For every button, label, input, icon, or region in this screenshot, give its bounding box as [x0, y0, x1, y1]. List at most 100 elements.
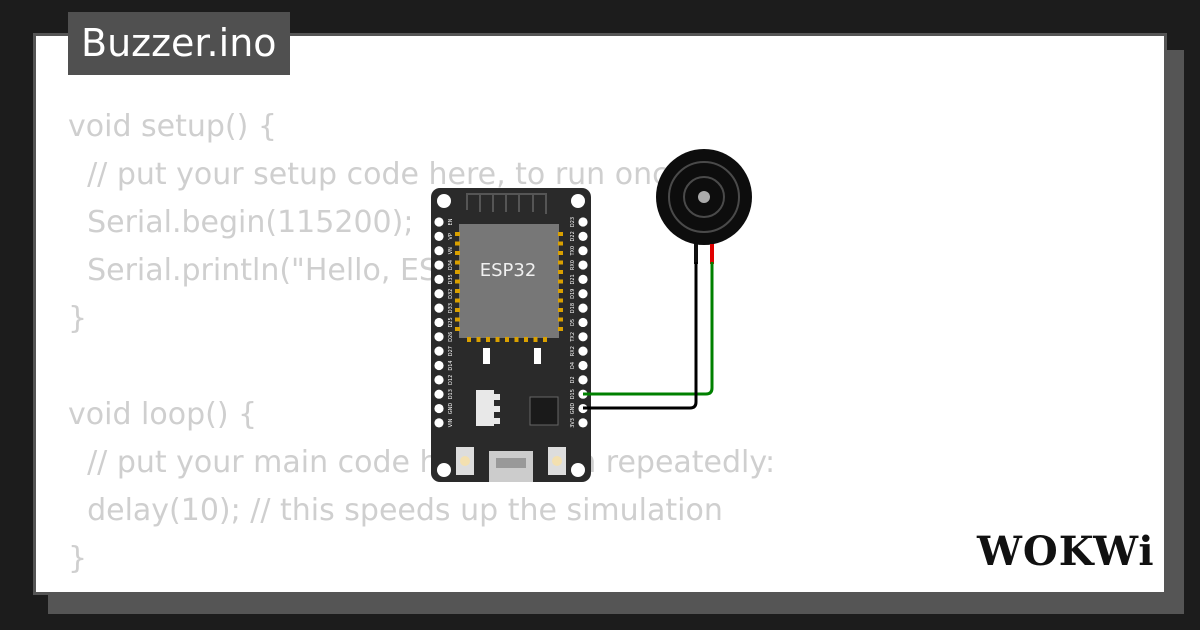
- pin-label: D21: [570, 274, 576, 284]
- pin-label: D14: [448, 360, 454, 370]
- module-pad: [455, 327, 460, 331]
- pin-label: D27: [448, 346, 454, 356]
- pin-label: VIN: [448, 418, 454, 427]
- module-pad: [533, 337, 538, 342]
- pin-label: D34: [448, 260, 454, 270]
- pin-hole[interactable]: [434, 389, 444, 399]
- code-line: // put your setup code here, to run once…: [68, 157, 698, 192]
- pin-hole[interactable]: [434, 289, 444, 299]
- pin-hole[interactable]: [434, 217, 444, 227]
- module-pad: [514, 337, 519, 342]
- module-pad: [558, 260, 563, 265]
- wokwi-logo-icon[interactable]: WOKWi: [975, 525, 1155, 580]
- module-pad: [455, 308, 460, 312]
- module-pad: [455, 317, 460, 322]
- pin-hole[interactable]: [434, 375, 444, 385]
- pin-label: EN: [448, 218, 454, 225]
- module-pad: [455, 232, 460, 236]
- pin-label: D35: [448, 274, 454, 284]
- module-pad: [486, 337, 490, 342]
- pin-hole[interactable]: [434, 246, 444, 256]
- pin-label: VN: [448, 247, 454, 254]
- code-line: }: [68, 301, 88, 336]
- pin-label: RX0: [570, 260, 576, 270]
- pin-label: GND: [570, 403, 576, 415]
- pin-label: D13: [448, 389, 454, 399]
- pin-hole[interactable]: [434, 403, 444, 414]
- pin-label: RX2: [570, 346, 576, 356]
- pin-label: GND: [448, 403, 454, 415]
- pin-hole[interactable]: [578, 289, 588, 299]
- module-pad: [558, 279, 563, 284]
- esp32-board-icon[interactable]: ESP32 ENVPVND34D35D32D33D25D26D27D14D12D…: [431, 188, 591, 482]
- pin-label: D23: [570, 217, 576, 227]
- pin-hole[interactable]: [434, 260, 444, 270]
- code-line: void setup() {: [68, 109, 277, 144]
- pin-hole[interactable]: [578, 360, 588, 371]
- module-pad: [558, 232, 563, 236]
- module-pad: [558, 289, 563, 293]
- module-pad: [558, 308, 563, 312]
- pin-hole[interactable]: [578, 260, 588, 270]
- module-pad: [495, 337, 500, 342]
- pin-hole[interactable]: [434, 303, 444, 313]
- pin-hole[interactable]: [578, 274, 588, 284]
- pin-label: D26: [448, 332, 454, 342]
- pin-label: D32: [448, 289, 454, 299]
- pin-hole[interactable]: [434, 418, 444, 428]
- pin-hole[interactable]: [434, 231, 444, 241]
- module-pad: [558, 251, 563, 255]
- pin-hole[interactable]: [578, 231, 588, 241]
- module-pad: [558, 327, 563, 331]
- code-line: }: [68, 541, 88, 576]
- module-pad: [467, 337, 471, 342]
- pin-hole[interactable]: [434, 360, 444, 371]
- module-pad: [455, 251, 460, 255]
- project-title[interactable]: Buzzer.ino: [68, 12, 290, 75]
- pin-label: 3V3: [570, 418, 576, 428]
- pin-label: D2: [570, 376, 576, 383]
- pin-label: TX0: [570, 246, 576, 257]
- pin-label: D33: [448, 303, 454, 313]
- module-pad: [558, 241, 563, 246]
- pin-hole[interactable]: [578, 375, 588, 385]
- wire-black[interactable]: [583, 262, 698, 410]
- pin-label: VP: [448, 233, 454, 239]
- pin-label: D5: [570, 319, 576, 326]
- pin-label: D22: [570, 231, 576, 241]
- project-card: [33, 33, 1167, 595]
- code-line: delay(10); // this speeds up the simulat…: [68, 493, 723, 528]
- pin-hole[interactable]: [578, 317, 588, 328]
- chip-label: ESP32: [480, 260, 537, 281]
- code-line: void loop() {: [68, 397, 258, 432]
- module-pad: [558, 317, 563, 322]
- module-pad: [558, 298, 563, 303]
- module-pad: [543, 337, 547, 342]
- pin-hole[interactable]: [578, 346, 588, 356]
- module-pad: [455, 241, 460, 246]
- pin-hole[interactable]: [578, 246, 588, 256]
- module-pad: [455, 298, 460, 303]
- module-pad: [476, 337, 481, 342]
- pin-label: D18: [570, 303, 576, 313]
- pin-hole[interactable]: [434, 317, 444, 328]
- wire-green[interactable]: [583, 262, 714, 396]
- pin-hole[interactable]: [578, 332, 588, 342]
- pin-hole[interactable]: [578, 418, 588, 428]
- pin-label: D4: [570, 362, 576, 369]
- pin-label: TX2: [570, 332, 576, 343]
- pin-hole[interactable]: [434, 332, 444, 342]
- module-pad: [455, 279, 460, 284]
- piezo-buzzer-icon[interactable]: [656, 149, 752, 264]
- module-pad: [455, 270, 460, 274]
- pin-hole[interactable]: [578, 303, 588, 313]
- pin-label: D25: [448, 317, 454, 327]
- module-pad: [558, 270, 563, 274]
- module-pad: [455, 260, 460, 265]
- pin-hole[interactable]: [578, 217, 588, 227]
- wokwi-logo-text: WOKWi: [976, 528, 1155, 575]
- code-preview: void setup() { // put your setup code he…: [68, 103, 828, 583]
- pin-hole[interactable]: [434, 274, 444, 284]
- pin-hole[interactable]: [434, 346, 444, 356]
